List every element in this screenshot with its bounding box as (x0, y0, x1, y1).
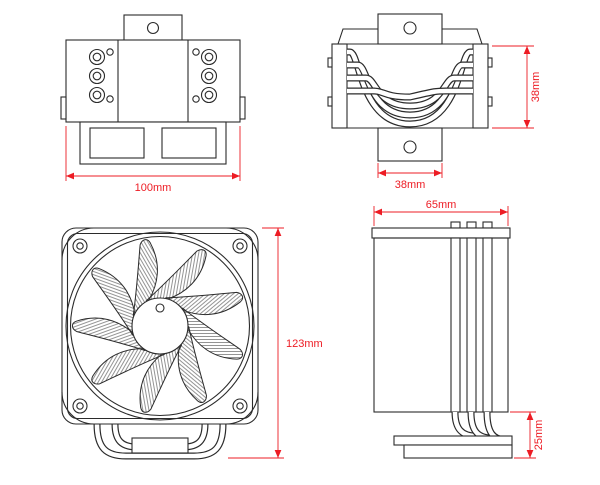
dim-label: 123mm (286, 338, 323, 350)
view-front (61, 227, 259, 460)
fan-shroud-top (79, 121, 227, 165)
heatpipe-ends-right (192, 48, 218, 104)
screw-holes (72, 238, 248, 414)
side-clip-right (239, 96, 246, 120)
dim-front-height: 123mm (228, 227, 323, 459)
dim-label: 38mm (530, 72, 542, 103)
base-block (403, 444, 513, 459)
side-plate-right (472, 43, 489, 129)
dim-label: 25mm (533, 420, 545, 451)
mounting-hole (403, 140, 417, 154)
fin-stack (373, 237, 509, 413)
heatpipe-ends-left (88, 48, 114, 104)
base-plate (131, 437, 189, 454)
dim-label: 100mm (135, 182, 172, 194)
side-clip-left (60, 96, 67, 120)
view-side (371, 221, 513, 459)
mounting-hole (403, 21, 417, 35)
dim-top-width: 100mm (65, 126, 241, 194)
mounting-hole (146, 21, 160, 35)
dim-label: 38mm (395, 179, 426, 191)
side-plate-left (331, 43, 348, 129)
dim-side-base-height: 25mm (510, 411, 545, 459)
dim-side-width: 65mm (373, 199, 509, 226)
dim-label: 65mm (426, 199, 457, 211)
top-fin-cap (371, 227, 511, 239)
heatpipes (347, 48, 473, 128)
fan-hub (131, 297, 189, 355)
heatpipes-through-fins (450, 237, 493, 413)
fan-pad-right (161, 127, 217, 159)
view-rear (327, 13, 493, 162)
mounting-plate (393, 435, 513, 446)
fan-opening (65, 231, 255, 421)
dim-rear-height: 38mm (492, 45, 542, 129)
view-top (60, 14, 246, 165)
dim-rear-width: 38mm (377, 163, 443, 191)
fan-pad-left (89, 127, 145, 159)
